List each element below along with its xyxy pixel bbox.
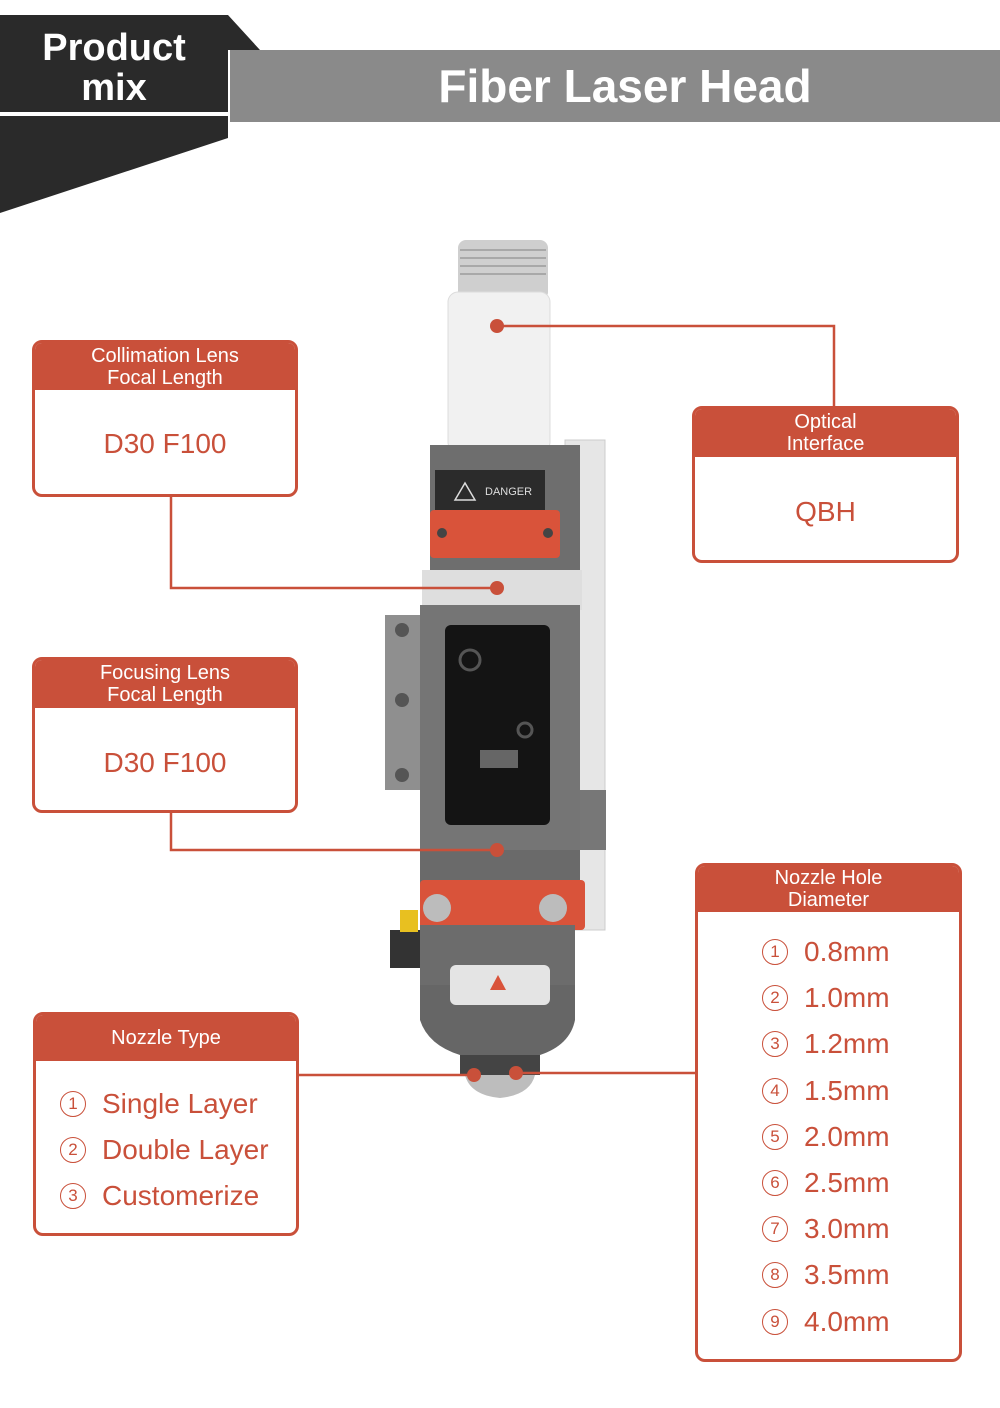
- nozzle-hole-title: Nozzle Hole Diameter: [698, 866, 959, 912]
- collimation-lens-value: D30 F100: [103, 428, 227, 459]
- focusing-lens-value: D30 F100: [103, 747, 227, 778]
- nozzle-type-title: Nozzle Type: [36, 1015, 296, 1061]
- laser-head-image: DANGER: [385, 240, 606, 1098]
- optical-interface-box: Optical Interface QBH: [692, 406, 959, 563]
- header-background: [0, 15, 260, 213]
- focusing-lens-title: Focusing Lens Focal Length: [35, 660, 295, 708]
- collimation-lens-title: Collimation Lens Focal Length: [35, 343, 295, 390]
- collimation-lens-box: Collimation Lens Focal Length D30 F100: [32, 340, 298, 497]
- page-title: Fiber Laser Head: [230, 50, 1000, 122]
- product-mix-label: Product mix: [42, 27, 186, 109]
- optical-interface-value: QBH: [795, 496, 856, 527]
- svg-text:DANGER: DANGER: [485, 486, 532, 498]
- focusing-lens-box: Focusing Lens Focal Length D30 F100: [32, 657, 298, 813]
- optical-interface-title: Optical Interface: [695, 409, 956, 457]
